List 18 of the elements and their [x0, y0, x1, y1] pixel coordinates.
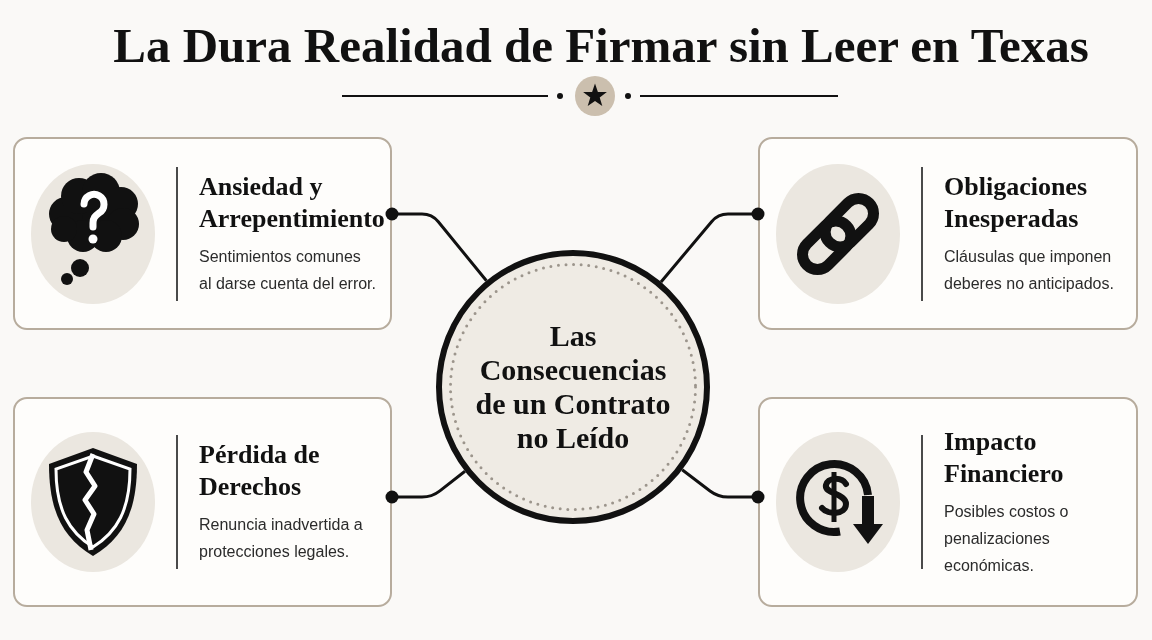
- card-description: Posibles costos o penalizaciones económicas.: [944, 501, 1070, 576]
- connector-line: [681, 468, 765, 504]
- consequence-card: [758, 137, 1138, 330]
- connector-line: [385, 470, 466, 504]
- card-title: Pérdida de Derechos: [199, 439, 321, 503]
- connector-line: [659, 207, 765, 283]
- card-description: Cláusulas que imponen deberes no anticipados.: [944, 246, 1115, 294]
- consequence-card: [13, 137, 392, 330]
- connector-line: [385, 207, 488, 282]
- card-description: Sentimientos comunes al darse cuenta del error.: [199, 246, 377, 294]
- hub-title: Las Consecuencias de un Contrato no Leído: [474, 319, 672, 455]
- consequence-card: [758, 397, 1138, 607]
- card-description: Renuncia inadvertida a protecciones legales.: [199, 515, 364, 562]
- card-title: Impacto Financiero: [944, 425, 1065, 490]
- card-title: Obligaciones Inesperadas: [944, 170, 1088, 235]
- consequence-card: [13, 397, 392, 607]
- card-title: Ansiedad y Arrepentimiento: [199, 170, 386, 235]
- page-title: La Dura Realidad de Firmar sin Leer en Texas: [113, 21, 1089, 70]
